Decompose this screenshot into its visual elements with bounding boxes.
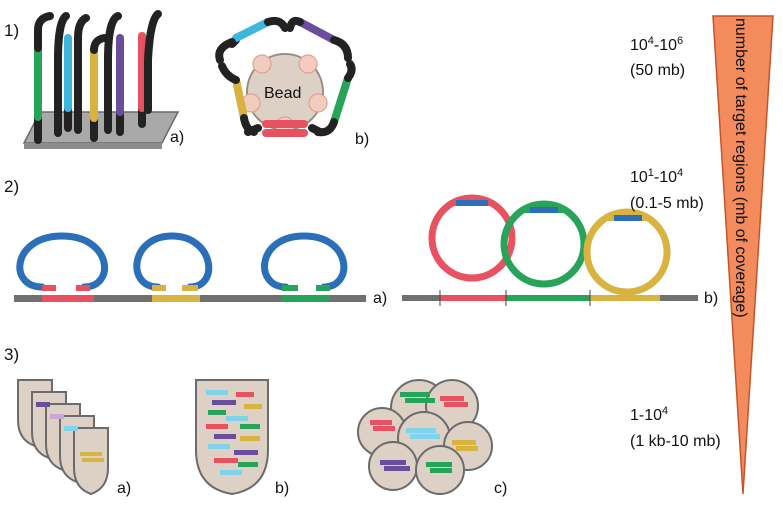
panel-2-a-label: a) [373,290,387,307]
microarray-illustration [22,10,180,149]
coverage-triangle [712,15,774,495]
panel-1-coverage: (50 mb) [630,62,685,79]
panel-3-c-label: c) [494,480,507,497]
probe-green [34,12,54,144]
probe-red [138,10,162,128]
panel-3-number: 3) [4,345,19,364]
panel-2-number: 2) [4,177,19,196]
probe-yellow [90,34,108,142]
bead-capture-illustration: Bead [215,16,356,137]
panel-1-range: 104-106 [630,35,683,54]
probe-yellow-left [74,14,90,134]
panel-1-number: 1) [4,21,19,40]
bead-label: Bead [264,85,301,102]
axis-title: number of target regions (mb of coverage… [732,18,749,318]
probe-black [54,12,70,137]
circularized-probe-illustration [402,194,698,306]
panel-3-range: 1-104 [630,405,668,424]
panel-1-b-label: b) [355,131,369,148]
inversion-probe-illustration [14,232,366,302]
array-slide [22,111,180,144]
panel-3-coverage: (1 kb-10 mb) [630,433,721,450]
pcr-tubes-stack [17,379,109,496]
panel-3-b-label: b) [275,480,289,497]
panel-2-coverage: (0.1-5 mb) [630,195,704,212]
panel-2-b-label: b) [704,290,718,307]
panel-1-a-label: a) [170,129,184,146]
panel-3-a-label: a) [117,480,131,497]
single-tube [195,379,269,496]
probe-black-2 [104,12,122,134]
probe-black-3 [128,22,136,120]
panel-2-range: 101-104 [630,167,683,186]
